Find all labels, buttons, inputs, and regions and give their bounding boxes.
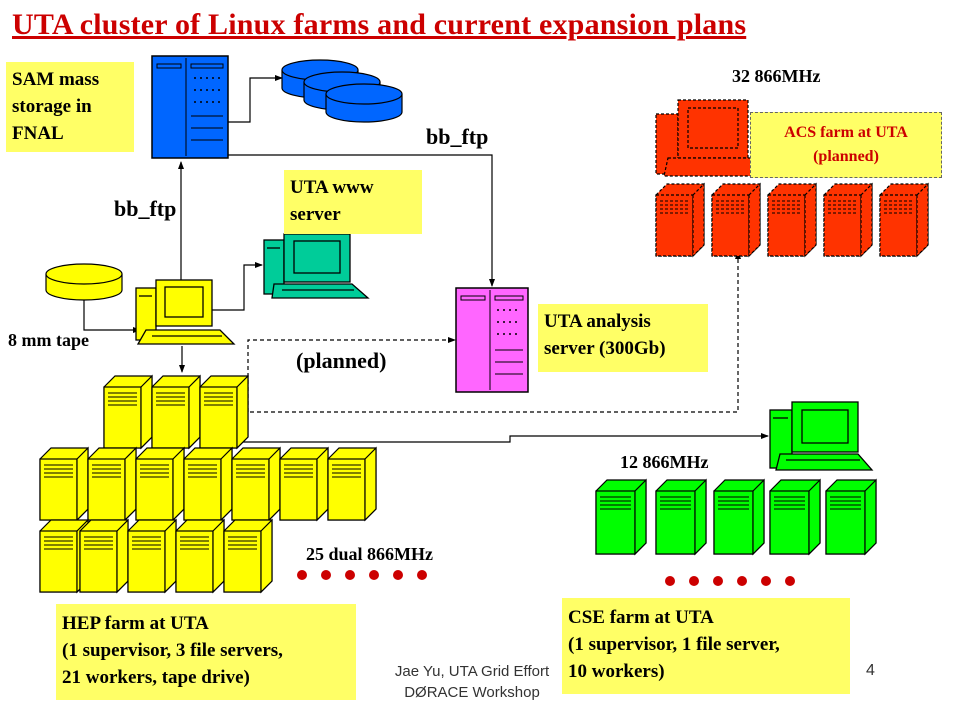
hep-worker-node — [135, 446, 185, 522]
slide-footer: Jae Yu, UTA Grid Effort DØRACE Workshop — [394, 663, 550, 701]
hep-worker-node — [87, 446, 137, 522]
planned-link-label: (planned) — [296, 348, 387, 373]
hep-supervisor-workstation-icon — [135, 279, 236, 345]
acs-worker-node — [879, 182, 929, 258]
hep-more-nodes-dots — [297, 570, 427, 580]
page-title: UTA cluster of Linux farms and current e… — [12, 8, 747, 41]
hep-worker-node — [127, 518, 177, 594]
acs-worker-node — [711, 182, 761, 258]
bb-ftp-right-label: bb_ftp — [426, 124, 489, 149]
cse-worker-node — [713, 478, 765, 556]
hep-worker-node — [231, 446, 281, 522]
acs-worker-node — [767, 182, 817, 258]
cse-supervisor-workstation-icon — [769, 401, 874, 471]
acs-farm-label: ACS farm at UTA (planned) — [750, 112, 942, 178]
page-number: 4 — [866, 662, 875, 679]
cse-more-nodes-dots — [665, 576, 795, 586]
hep-worker-node — [183, 446, 233, 522]
hep-worker-node — [223, 518, 273, 594]
acs-worker-nodes — [655, 182, 929, 258]
www-server-label: UTA www server — [284, 170, 422, 234]
hep-farm-label: HEP farm at UTA (1 supervisor, 3 file se… — [56, 604, 356, 700]
cse-speed-label: 12 866MHz — [620, 452, 709, 472]
acs-supervisor-workstation-icon — [655, 99, 768, 177]
tape-drive-icon — [45, 263, 123, 301]
hep-server-node — [151, 374, 201, 450]
hep-worker-node — [175, 518, 225, 594]
analysis-server-icon — [455, 287, 529, 393]
cse-farm-label: CSE farm at UTA (1 supervisor, 1 file se… — [562, 598, 850, 694]
hep-speed-label: 25 dual 866MHz — [306, 544, 434, 564]
hep-worker-nodes — [39, 374, 377, 594]
www-server-workstation-icon — [263, 233, 370, 299]
hep-server-node — [199, 374, 249, 450]
hep-worker-node — [79, 518, 129, 594]
acs-speed-label: 32 866MHz — [732, 66, 821, 86]
hep-worker-node — [39, 446, 89, 522]
cse-worker-node — [825, 478, 877, 556]
sam-storage-server-icon — [151, 55, 229, 159]
disk-stack-icon — [281, 59, 403, 123]
acs-worker-node — [823, 182, 873, 258]
cse-worker-nodes — [595, 478, 877, 556]
hep-worker-node — [327, 446, 377, 522]
sam-storage-label: SAM mass storage in FNAL — [6, 62, 134, 152]
analysis-server-label: UTA analysis server (300Gb) — [538, 304, 708, 372]
cse-worker-node — [655, 478, 707, 556]
hep-server-node — [103, 374, 153, 450]
acs-worker-node — [655, 182, 705, 258]
tape-label: 8 mm tape — [8, 330, 89, 350]
cse-worker-node — [769, 478, 821, 556]
bb-ftp-left-label: bb_ftp — [114, 196, 177, 221]
hep-worker-node — [279, 446, 329, 522]
cse-worker-node — [595, 478, 647, 556]
